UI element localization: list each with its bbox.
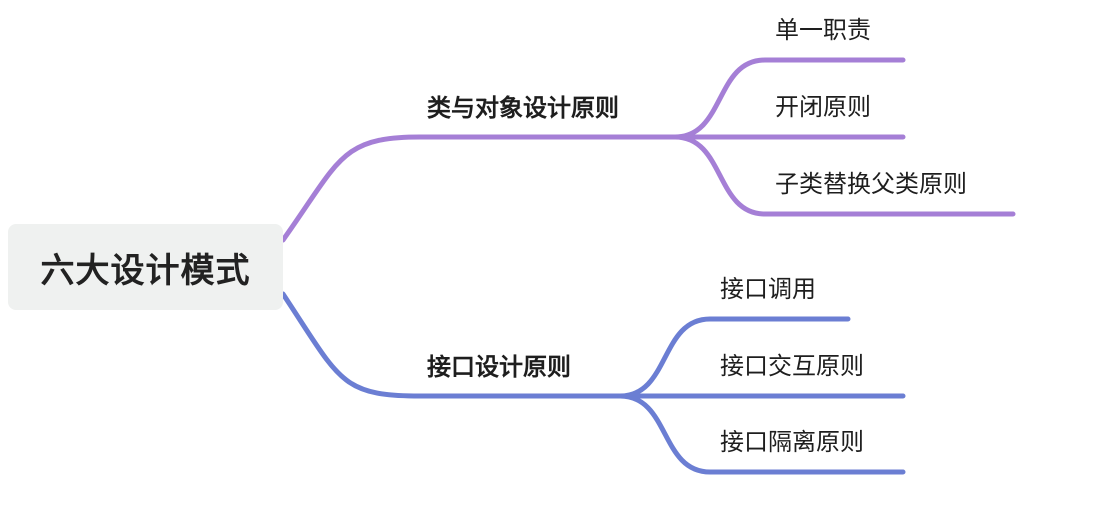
leaf-node-interface-interaction[interactable]: 接口交互原则 <box>720 352 864 380</box>
connector-branch-1-to-leaf-3 <box>672 134 1016 217</box>
leaf-node-liskov-substitution[interactable]: 子类替换父类原则 <box>775 170 967 198</box>
root-node-label: 六大设计模式 <box>40 250 251 291</box>
leaf-node-single-responsibility[interactable]: 单一职责 <box>775 16 871 44</box>
connector-root-to-branch-1 <box>280 134 683 243</box>
branch-node-interface-principles[interactable]: 接口设计原则 <box>427 353 571 381</box>
connector-root-to-branch-2 <box>280 291 628 399</box>
connector-branch-2-to-leaf-3 <box>617 393 906 475</box>
connector-branch-2-to-leaf-1 <box>617 316 851 399</box>
leaf-node-interface-call[interactable]: 接口调用 <box>720 275 816 303</box>
leaf-node-open-closed[interactable]: 开闭原则 <box>775 93 871 121</box>
branch-node-class-object-principles[interactable]: 类与对象设计原则 <box>427 94 619 122</box>
connector-branch-1-to-leaf-1 <box>672 57 906 140</box>
root-node[interactable]: 六大设计模式 <box>8 224 283 310</box>
leaf-node-interface-segregation[interactable]: 接口隔离原则 <box>720 428 864 456</box>
